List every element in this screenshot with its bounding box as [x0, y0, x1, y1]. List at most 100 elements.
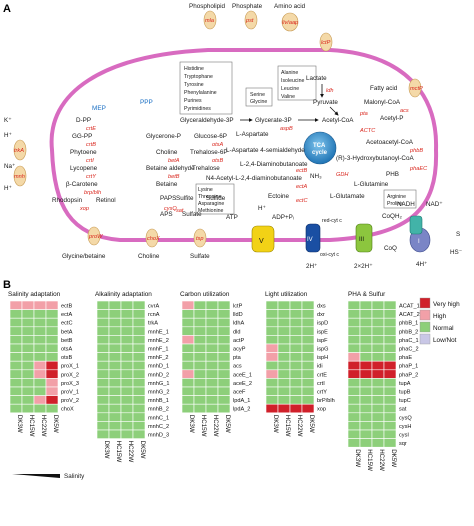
glycine-label: Glycine	[250, 99, 267, 105]
heatmap-cell	[217, 403, 231, 414]
svg-text:trkA: trkA	[14, 148, 24, 154]
n4-acetyl: N4-Acetyl-L-2,4-diaminobutanoate	[206, 175, 302, 182]
heatmap-cell	[217, 369, 231, 379]
heatmap-cell	[347, 326, 361, 336]
heatmap-cell	[33, 317, 47, 328]
heatmap-cell	[33, 335, 47, 345]
heatmaps: ectBectAectCbetAbetBotsAotsBproX_1proX_2…	[9, 300, 420, 471]
label-mep: MEP	[92, 105, 106, 112]
heatmap-cell	[277, 317, 291, 328]
heatmap-cell	[108, 386, 122, 396]
heatmap-cell	[33, 386, 47, 396]
group-title-light: Light utilization	[265, 291, 308, 298]
heatmap-cell	[205, 360, 219, 371]
svg-text:Histidine: Histidine	[184, 66, 204, 72]
svg-text:V: V	[259, 238, 264, 245]
diaminobutanoate: L-2,4-Diaminobutanoate	[240, 161, 308, 168]
heatmap-cell	[265, 300, 279, 310]
heatmap-cell	[383, 360, 397, 371]
heatmap-cell	[120, 317, 134, 328]
heatmap-cell	[383, 326, 397, 336]
heatmap-cell	[289, 343, 303, 353]
gene-label: mnhD_2	[148, 372, 169, 378]
heatmap-cell	[181, 317, 195, 328]
heatmap-cell	[359, 421, 373, 431]
heatmap-cell	[108, 335, 122, 345]
heatmap-cell	[21, 360, 35, 371]
heatmap-cell	[371, 429, 385, 439]
heatmap-cell	[108, 317, 122, 328]
heatmap-cell	[205, 352, 219, 362]
gene-label: xop	[317, 407, 326, 413]
heatmap-cell	[371, 438, 385, 448]
heatmap-cell	[120, 360, 134, 371]
heatmap-cell	[347, 343, 361, 353]
heatmap-cell	[21, 369, 35, 379]
heatmap-cell	[383, 378, 397, 388]
heatmap-cell	[96, 317, 110, 328]
heatmap-cell	[265, 403, 279, 414]
enzyme-crty: crtY	[86, 174, 97, 180]
heatmap-cell	[45, 335, 59, 345]
trehalose-6p: Trehalose-6P	[190, 149, 228, 156]
gene-label: lpdA_1	[233, 398, 250, 404]
heatmap-cell	[359, 317, 373, 328]
heatmap-cell	[371, 369, 385, 379]
glycerate-3p: Glycerate-3P	[255, 117, 292, 124]
oxi-cyt-c: oxi-cyt c	[320, 252, 339, 258]
heatmap-cell	[205, 309, 219, 319]
svg-text:Lysine: Lysine	[198, 187, 213, 193]
heatmap-cell	[181, 335, 195, 345]
heatmap-cell	[193, 360, 207, 371]
heatmap-cell	[205, 369, 219, 379]
enzyme-ectb: ectB	[296, 168, 307, 174]
gene-label: ldhA	[233, 321, 244, 327]
amino-acid-label: Amino acid	[274, 3, 306, 10]
heatmap-cell	[33, 403, 47, 414]
group-title-salinity: Salinity adaptation	[8, 291, 61, 298]
heatmap-cell	[108, 300, 122, 310]
heatmap-cell	[347, 360, 361, 371]
choline-outside: Choline	[138, 253, 160, 260]
nad-plus: NAD⁺	[426, 201, 443, 208]
acetyl-p: Acetyl-P	[380, 115, 403, 122]
group-title-alkalinity: Alkalinity adaptation	[95, 291, 152, 298]
heatmap-cell	[205, 395, 219, 405]
column-label: DK5W	[308, 415, 315, 433]
svg-text:Phenylalanine: Phenylalanine	[184, 90, 217, 96]
l-aspartate: L-Aspartate	[236, 131, 269, 138]
rhodopsin: Rhodopsin	[52, 197, 83, 204]
column-label: DK5W	[390, 449, 397, 467]
gene-label: otsB	[61, 355, 72, 361]
l-glutamine: L-Glutamine	[354, 181, 389, 188]
heatmap-cell	[383, 369, 397, 379]
2x2h-plus: 2×2H⁺	[354, 263, 373, 270]
enzyme-aspb: aspB	[280, 126, 293, 132]
heatmap-cell	[301, 378, 315, 388]
gene-label: ispG	[317, 347, 329, 353]
heatmap-cell	[371, 412, 385, 422]
betaine-aldehyde: Betaine aldehyde	[146, 165, 195, 172]
heatmap-cell	[120, 395, 134, 405]
heatmap-cell	[289, 352, 303, 362]
gene-label: mnhD_3	[148, 433, 169, 439]
heatmap-cell	[132, 403, 146, 414]
column-label: HC15W	[115, 441, 122, 463]
sulfide: Sulfide	[206, 195, 226, 202]
heatmap-cell	[359, 300, 373, 310]
svg-text:Tryptophane: Tryptophane	[184, 74, 213, 80]
hs-minus: HS⁻	[450, 249, 462, 256]
heatmap-cell	[289, 369, 303, 379]
hydroxybutanoyl-coa: (R)-3-Hydroxybutanoyl-CoA	[336, 155, 414, 162]
glyceraldehyde-3p: Glyceraldehyde-3P	[180, 117, 234, 124]
heatmap-cell	[205, 326, 219, 336]
gene-label: mnhC_1	[148, 415, 169, 421]
heatmap-cell	[265, 343, 279, 353]
heatmap-cell	[205, 343, 219, 353]
sulfate-outside: Sulfate	[190, 253, 210, 260]
svg-text:mla: mla	[205, 18, 214, 24]
transporter-mla: mla	[203, 10, 217, 30]
heatmap-cell	[371, 300, 385, 310]
heatmap-cell	[277, 309, 291, 319]
gene-label: cvrA	[148, 304, 159, 310]
